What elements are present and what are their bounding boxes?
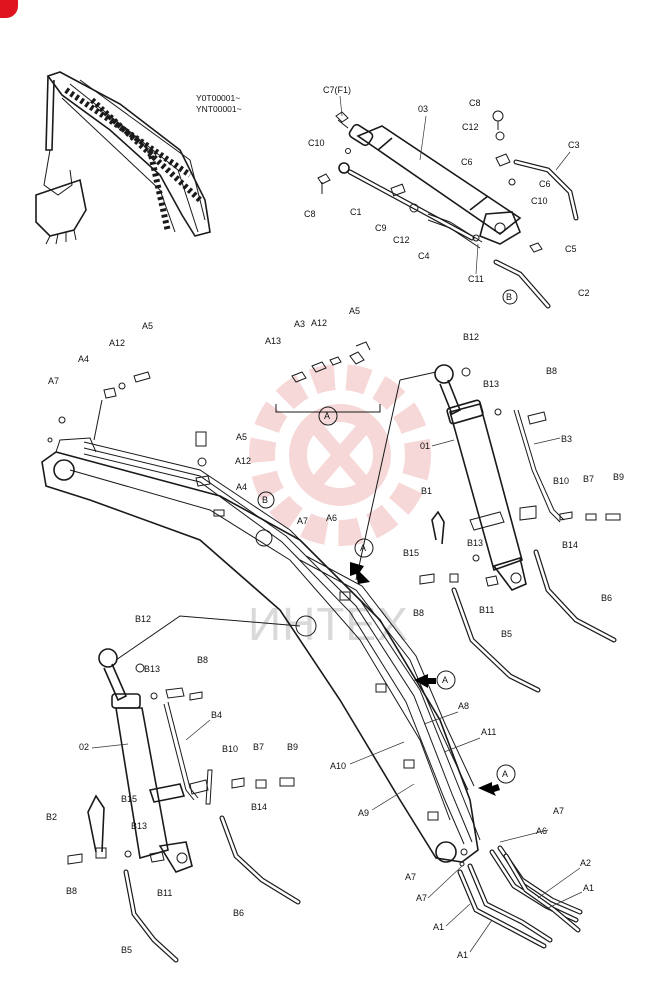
callout-B7-bottom: B7 (253, 742, 264, 752)
callout-A6-boom: A6 (326, 513, 337, 523)
cylinder-03-group (317, 110, 579, 309)
callout-A4-left: A4 (78, 354, 89, 364)
callout-A10: A10 (330, 761, 346, 771)
callout-C3: C3 (568, 140, 580, 150)
callout-B10-top: B10 (553, 476, 569, 486)
callout-A11: A11 (481, 727, 496, 737)
callout-A-arrow-mid: A (442, 675, 448, 685)
callout-B10-bottom: B10 (222, 744, 238, 754)
callout-B15-bottom: B15 (121, 794, 137, 804)
callout-A5-left: A5 (142, 321, 153, 331)
serial-1: Y0T00001~ (196, 93, 240, 103)
callout-C10-right: C10 (531, 196, 548, 206)
callout-A-arrow-top: A (360, 543, 366, 553)
callout-A7-low2: A7 (416, 893, 427, 903)
callout-B8-bottom: B8 (197, 655, 208, 665)
bottom-hoses (457, 845, 583, 949)
callout-B7-top: B7 (583, 474, 594, 484)
callout-A7-low1: A7 (405, 872, 416, 882)
callout-C2: C2 (578, 288, 590, 298)
callout-B1: B1 (421, 486, 432, 496)
callout-A5-mid: A5 (236, 432, 247, 442)
cylinder-01-group (399, 364, 621, 693)
serial-2: YNT00001~ (196, 104, 242, 114)
callout-B3: B3 (561, 434, 572, 444)
callout-01: 01 (420, 441, 430, 451)
callout-C1: C1 (350, 207, 362, 217)
callout-C6-left: C6 (461, 157, 473, 167)
callout-C10-left: C10 (308, 138, 325, 148)
callout-B13-top: B13 (483, 379, 499, 389)
callout-A12-left: A12 (109, 338, 125, 348)
callout-C7: C7(F1) (323, 85, 351, 95)
callout-A7-right: A7 (553, 806, 564, 816)
callout-B14-bottom: B14 (251, 802, 267, 812)
callout-03: 03 (418, 104, 428, 114)
callout-B-circle-boom: B (262, 495, 268, 505)
callout-A1-bottom: A1 (457, 950, 468, 960)
callout-A7-left: A7 (48, 376, 59, 386)
callout-A4-mid: A4 (236, 482, 247, 492)
callout-B4: B4 (211, 710, 222, 720)
callout-B5-top: B5 (501, 629, 512, 639)
callout-B8-low: B8 (66, 886, 77, 896)
callout-B13-low: B13 (131, 821, 147, 831)
callout-B13-bottom: B13 (144, 664, 160, 674)
callout-C8-left: C8 (304, 209, 316, 219)
callout-A7-boom: A7 (297, 516, 308, 526)
callout-B5-bottom: B5 (121, 945, 132, 955)
callout-02: 02 (79, 742, 89, 752)
callout-C12-bottom: C12 (393, 235, 410, 245)
callout-B8-mid: B8 (413, 608, 424, 618)
arrow-a-low (478, 782, 500, 796)
callout-B13-mid: B13 (467, 538, 483, 548)
callout-A12-mid: A12 (235, 456, 251, 466)
callout-B8-top: B8 (546, 366, 557, 376)
callout-B-circle-top: B (506, 292, 512, 302)
callout-A13: A13 (265, 336, 281, 346)
arrow-a-top (350, 562, 370, 584)
callout-B14-top: B14 (562, 540, 578, 550)
callout-C11: C11 (468, 274, 484, 284)
callout-C4: C4 (418, 251, 430, 261)
callout-A2: A2 (580, 858, 591, 868)
watermark-logo (249, 364, 431, 546)
callout-B15-top: B15 (403, 548, 419, 558)
callout-C12-top: C12 (462, 122, 479, 132)
callout-B6-bottom: B6 (233, 908, 244, 918)
cylinder-02-group (67, 615, 301, 963)
arrow-a-mid (414, 674, 436, 688)
callout-A8: A8 (458, 701, 469, 711)
callout-A3: A3 (294, 319, 305, 329)
callout-A6-right: A6 (536, 826, 547, 836)
callout-B9-bottom: B9 (287, 742, 298, 752)
callout-A5-detail: A5 (349, 306, 360, 316)
callout-A1-right: A1 (583, 883, 594, 893)
callout-A1-left: A1 (433, 922, 444, 932)
callout-B9-top: B9 (613, 472, 624, 482)
mid-fittings (195, 431, 211, 487)
callout-B11-top: B11 (479, 605, 494, 615)
callout-B11-bottom: B11 (157, 888, 172, 898)
corner-badge (0, 0, 18, 18)
callout-A9: A9 (358, 808, 369, 818)
callout-B12-bottom: B12 (135, 614, 151, 624)
callout-C6-right: C6 (539, 179, 551, 189)
callout-A-arrow-low: A (502, 769, 508, 779)
callout-B12-top: B12 (463, 332, 479, 342)
callout-A12-detail: A12 (311, 318, 327, 328)
callout-A-detail: A (324, 411, 330, 421)
excavator-thumbnail (35, 71, 211, 245)
callout-C8-top: C8 (469, 98, 481, 108)
left-fittings (47, 371, 151, 443)
detail-a-fittings (275, 341, 381, 413)
callout-B2: B2 (46, 812, 57, 822)
callout-C9: C9 (375, 223, 387, 233)
callout-C5: C5 (565, 244, 577, 254)
callout-B6-top: B6 (601, 593, 612, 603)
